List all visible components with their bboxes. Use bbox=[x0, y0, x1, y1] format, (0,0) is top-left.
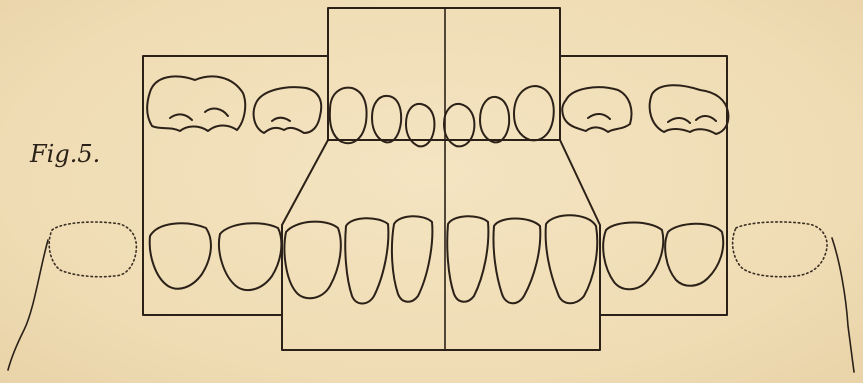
lower-molar-left-1 bbox=[219, 223, 281, 290]
lower-central-trapezoid-frame bbox=[282, 140, 600, 350]
upper-canine-left bbox=[330, 88, 367, 144]
lower-premolar-left bbox=[284, 222, 340, 299]
upper-outer-frame-right bbox=[560, 56, 727, 315]
dotted-molar-left bbox=[49, 222, 136, 277]
lower-lateral-incisor-left bbox=[392, 216, 432, 302]
lower-canine-left bbox=[345, 218, 388, 303]
lower-central-incisor-right bbox=[493, 219, 540, 304]
jaw-line-right bbox=[832, 238, 854, 372]
upper-molar-right-1 bbox=[650, 85, 729, 134]
jaw-line-left bbox=[8, 240, 48, 370]
figure-label: Fig.5. bbox=[30, 140, 100, 168]
upper-lateral-incisor-left bbox=[372, 96, 401, 142]
upper-canine-right bbox=[514, 86, 554, 140]
upper-outer-frame bbox=[143, 56, 328, 315]
upper-premolar-left-1 bbox=[254, 87, 322, 133]
upper-molar-left-1 bbox=[147, 76, 245, 131]
diagram-frames bbox=[143, 8, 727, 350]
upper-premolar-right-1 bbox=[562, 87, 631, 132]
lower-molar-right bbox=[665, 224, 723, 286]
lower-canine-right bbox=[546, 215, 598, 303]
lower-central-incisor-left bbox=[447, 216, 488, 302]
lower-premolar-right bbox=[603, 223, 663, 290]
dotted-molar-right bbox=[733, 222, 827, 277]
lower-teeth-row bbox=[150, 215, 724, 303]
upper-teeth-row bbox=[147, 76, 728, 146]
lower-molar-left-2 bbox=[150, 223, 211, 288]
upper-lateral-incisor-right bbox=[480, 97, 509, 142]
